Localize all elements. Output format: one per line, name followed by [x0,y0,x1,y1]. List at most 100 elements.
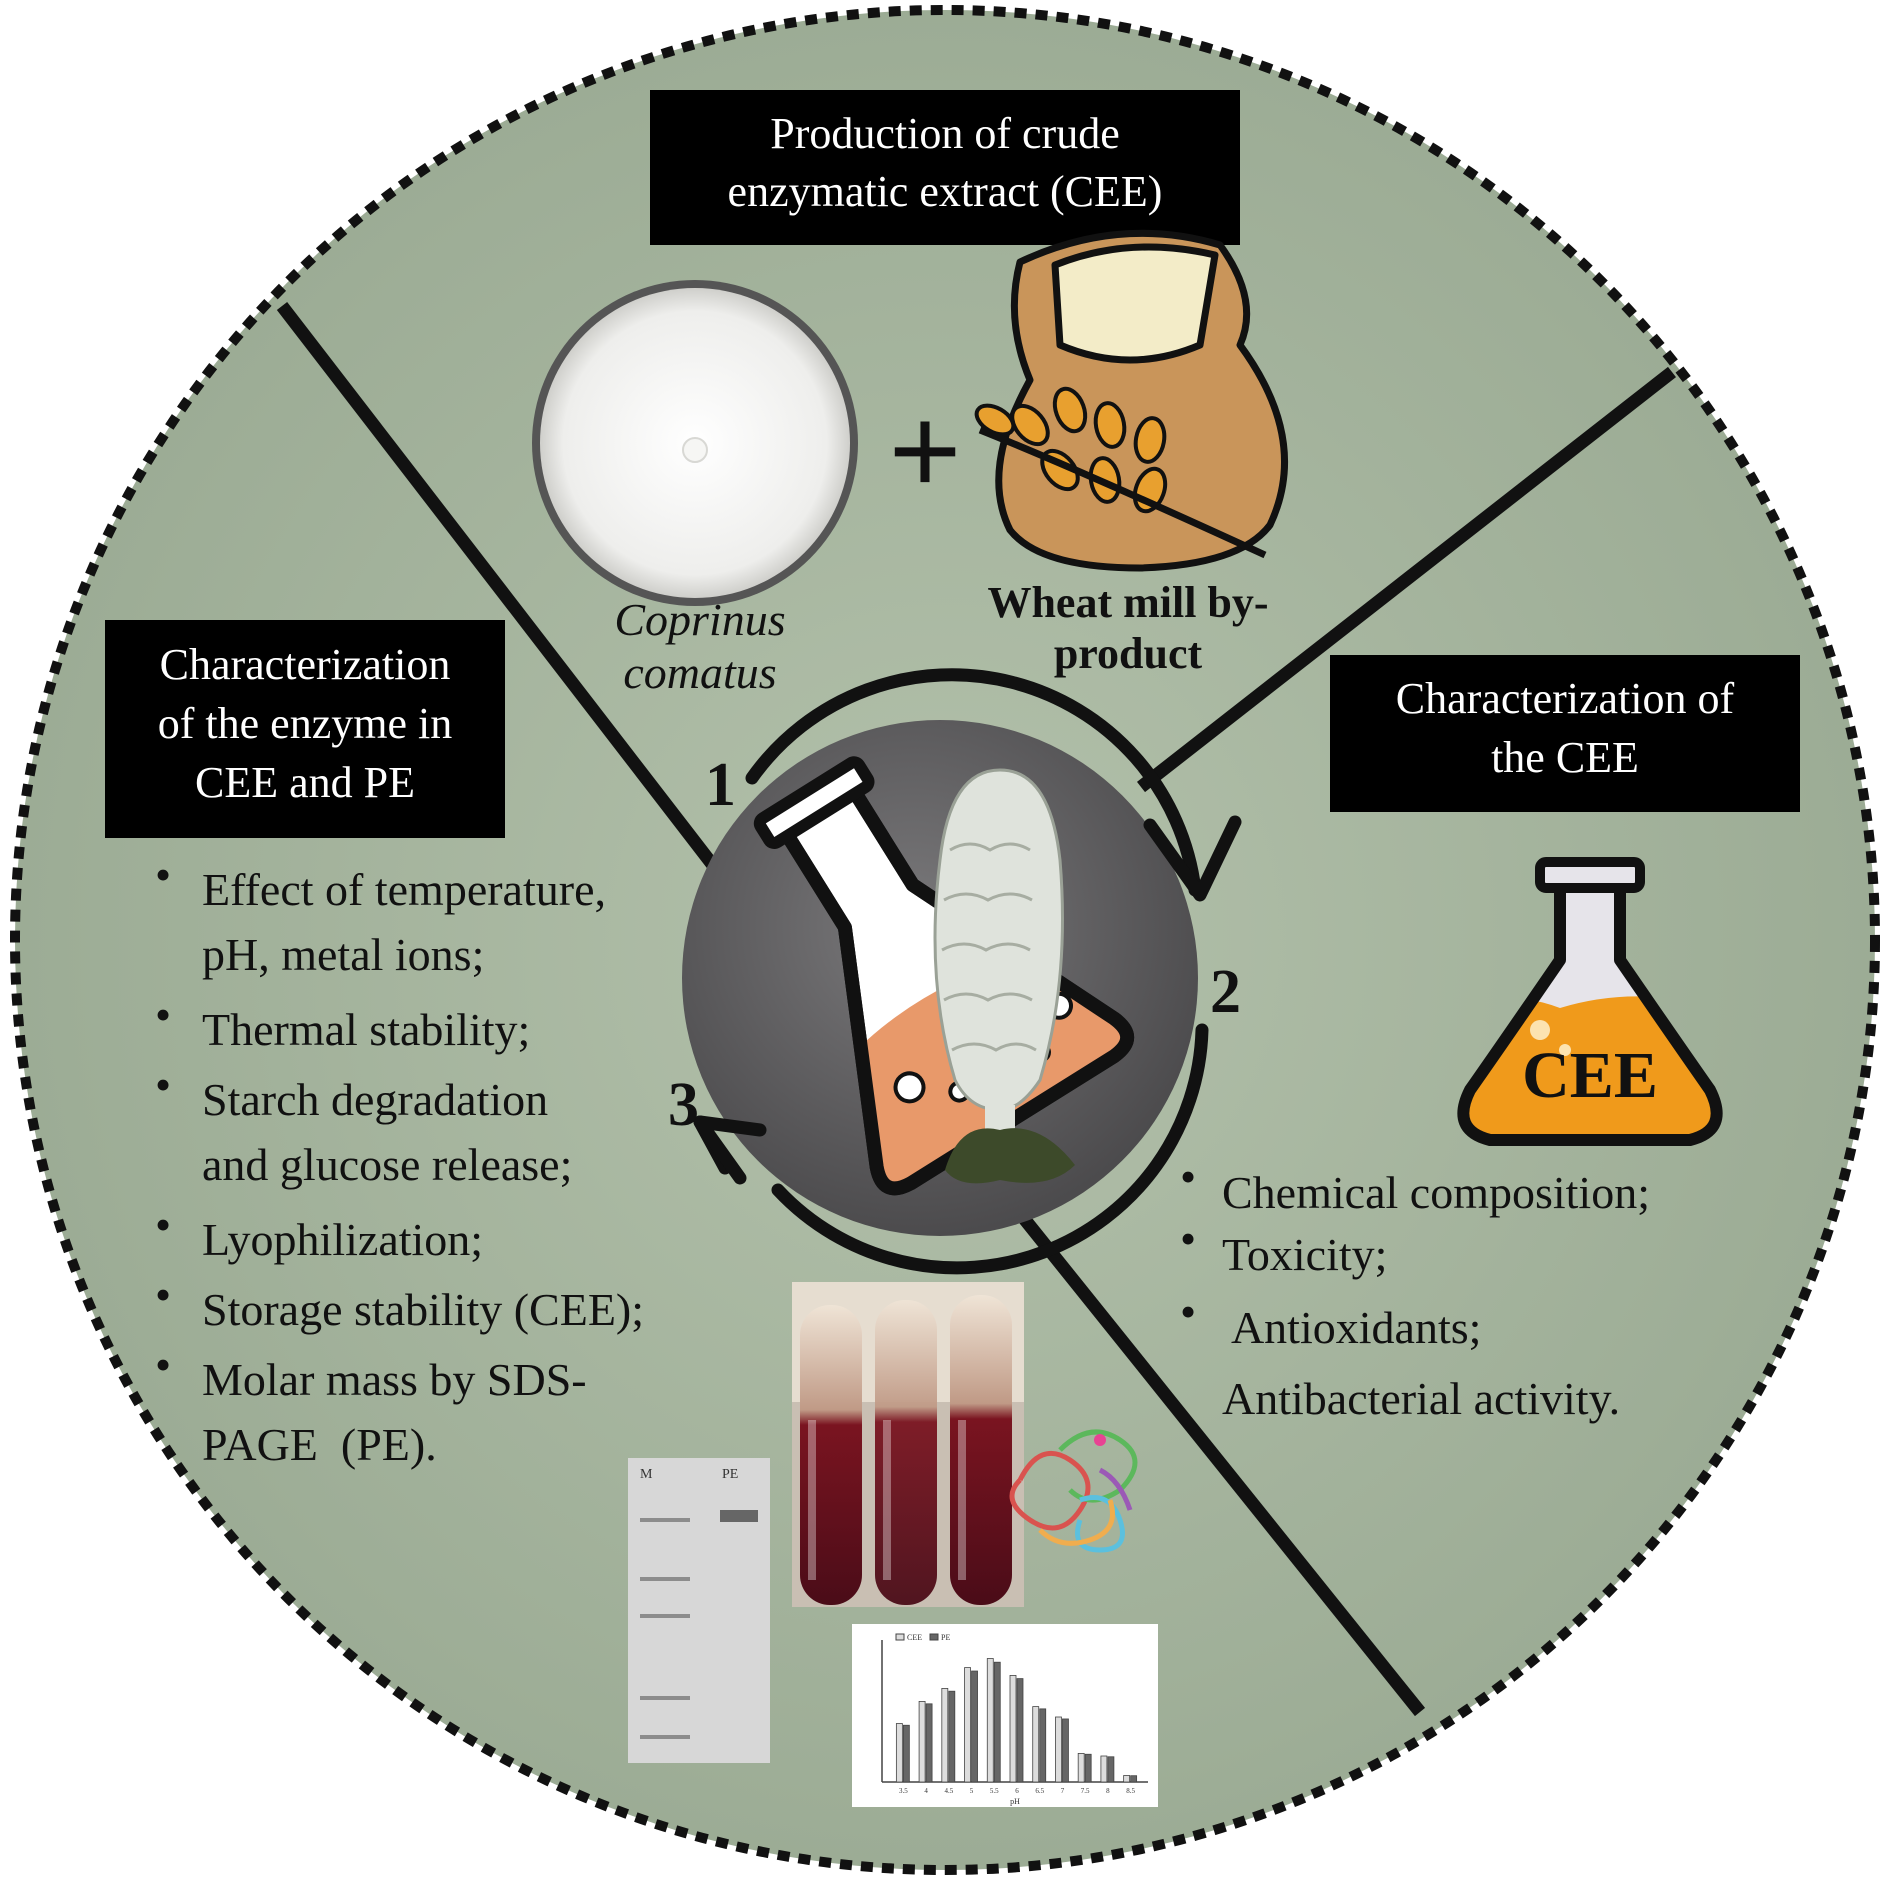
enzyme-bullet-line: Effect of temperature, [202,864,606,915]
list-item: • Toxicity; [1180,1213,1387,1280]
chart-bar [1107,1756,1115,1783]
organism-name-line-1: Coprinus [614,594,785,645]
chart-x-tick-label: 5 [970,1787,974,1795]
chart-bar [1084,1753,1092,1783]
production-title-box [650,90,1240,245]
divider-upper-left [276,302,728,881]
bullet-dot: • [1180,1151,1196,1202]
chart-bar [1123,1775,1131,1783]
bullet-dot: • [1180,1286,1196,1337]
chart-legend-pe: PE [941,1633,950,1642]
divider-upper-right [1136,366,1677,793]
protein-structure-icon [1009,1429,1138,1553]
chart-bar [986,1658,994,1783]
list-item: • Chemical composition; [1180,1151,1650,1218]
cee-title-box [1330,655,1800,812]
enzyme-bullet-line: Starch degradation [202,1074,548,1125]
bullet-dot: • [155,989,171,1040]
substrate-name-line-1: Wheat mill by- [987,578,1268,627]
gel-lane-label-m: M [640,1467,653,1482]
chart-x-tick-label: 6 [1015,1787,1019,1795]
enzyme-title-line-3: CEE and PE [195,758,415,807]
chart-bar [948,1690,956,1783]
chart-bar [918,1701,926,1783]
chart-bar [964,1667,971,1783]
cee-bullet-text: Chemical composition; [1222,1167,1650,1218]
bullet-dot: • [1180,1213,1196,1264]
chart-bar [1016,1678,1024,1783]
chart-bar [1009,1675,1017,1783]
enzyme-bullet-line: Lyophilization; [202,1214,483,1265]
list-item: • Starch degradation and glucose release… [155,1059,572,1190]
cycle-step-numbers: 1 2 3 [668,751,1241,1139]
chart-bar [1062,1718,1069,1783]
chart-x-tick-label: 6.5 [1035,1787,1044,1795]
chart-x-tick-label: 4.5 [944,1787,953,1795]
step-number-1: 1 [705,751,736,819]
chart-x-tick-label: 7 [1061,1787,1065,1795]
section-dividers [276,302,1677,1717]
chart-legend-cee: CEE [907,1633,922,1642]
chart-bar [1032,1706,1040,1783]
enzyme-title-line-2: of the enzyme in [158,699,452,748]
chart-x-tick-label: 8.5 [1126,1787,1135,1795]
cee-characterization-section: Characterization of the CEE CEE • Chemic… [1180,655,1800,1424]
bullet-dot: • [155,1339,171,1390]
cycle-arrow-1 [745,668,1202,897]
chart-bar [1055,1716,1062,1783]
enzyme-bullet-line: Storage stability (CEE); [202,1284,644,1335]
bullet-dot: • [155,849,171,900]
chart-bar [993,1661,1001,1783]
chart-x-tick-label: 7.5 [1081,1787,1090,1795]
bullet-dot: • [155,1199,171,1250]
cee-bullet-list: • Chemical composition; • Toxicity; • An… [1180,1151,1650,1424]
chart-bar [1130,1775,1138,1783]
plus-sign: + [888,380,962,524]
list-item: • Antioxidants; [1180,1286,1481,1353]
enzyme-title-box [105,620,505,838]
chart-bar [1077,1753,1085,1783]
step-number-2: 2 [1210,958,1241,1026]
bullet-dot: • [155,1059,171,1110]
bullet-dot: • [155,1269,171,1320]
cee-bullet-text: Antibacterial activity. [1222,1373,1620,1424]
central-hub [682,720,1198,1236]
chart-bar [925,1703,933,1783]
cee-title-line-1: Characterization of [1396,674,1735,723]
chart-bar [1039,1708,1047,1783]
chart-bars [895,1658,1138,1783]
divider-lower [1016,1211,1426,1717]
chart-bar [941,1688,949,1783]
enzyme-characterization-section: Characterization of the enzyme in CEE an… [105,620,644,1470]
chart-x-label: pH [1010,1797,1020,1806]
substrate-name-line-2: product [1054,629,1203,678]
cee-flask-icon: CEE [1457,857,1723,1146]
chart-x-tick-label: 4 [924,1787,928,1795]
production-title-line-1: Production of crude [770,109,1119,158]
cee-bullet-text: Antioxidants; [1222,1302,1481,1353]
production-section: Production of crude enzymatic extract (C… [532,90,1288,698]
enzyme-bullet-line: PAGE (PE). [202,1419,437,1470]
chart-bar [1100,1755,1108,1783]
cee-title-line-2: the CEE [1491,733,1639,782]
cee-bullet-text: Toxicity; [1222,1229,1387,1280]
chart-bar [902,1724,910,1783]
chart-bar [971,1670,978,1783]
enzyme-bullet-line: Molar mass by SDS- [202,1354,587,1405]
chart-x-tick-label: 8 [1106,1787,1110,1795]
test-tubes-photo [792,1282,1024,1607]
chart-bar [895,1723,903,1783]
sds-page-gel-thumbnail: M PE [628,1458,770,1763]
list-item: • Effect of temperature, pH, metal ions; [155,849,606,980]
petri-dish-culture [532,280,858,606]
shaggy-mane-mushroom-icon [933,768,1075,1184]
chart-x-tick-label: 5.5 [990,1787,999,1795]
cycle-arrows [693,668,1242,1275]
arrow-head-1 [1143,815,1242,902]
production-title-line-2: enzymatic extract (CEE) [728,167,1163,216]
list-item: • Lyophilization; [155,1199,483,1265]
list-item: Antibacterial activity. [1222,1373,1620,1424]
